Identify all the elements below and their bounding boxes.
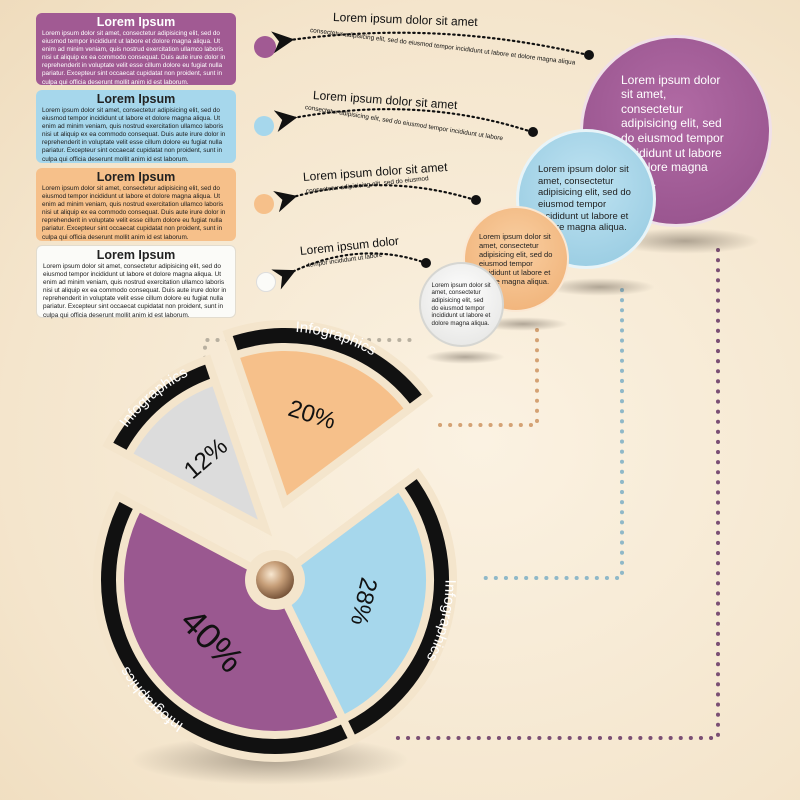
dotted-line-purple <box>390 248 720 740</box>
marker-dot-blue <box>254 116 274 136</box>
info-card-body: Lorem ipsum dolor sit amet, consectetur … <box>42 185 226 241</box>
info-card-body: Lorem ipsum dolor sit amet, consectetur … <box>43 263 227 319</box>
bubble-text: Lorem ipsum dolor sit amet, consectetur … <box>538 164 631 234</box>
bubble-shadow <box>545 278 655 296</box>
bubble-white: Lorem ipsum dolor sit amet, consectetur … <box>419 262 504 347</box>
arrow-end-dot <box>584 50 594 60</box>
pie-hub <box>256 561 294 599</box>
dotted-line-orange <box>438 328 539 427</box>
pie-slice <box>116 501 349 739</box>
info-card-title: Lorem Ipsum <box>96 15 176 29</box>
marker-dot-orange <box>254 194 274 214</box>
bubble-text: Lorem ipsum dolor sit amet, consectetur … <box>479 231 553 287</box>
info-card-title: Lorem Ipsum <box>96 92 176 106</box>
info-card-orange: Lorem Ipsum Lorem ipsum dolor sit amet, … <box>36 168 236 241</box>
arrow-end-dot <box>528 127 538 137</box>
info-card-body: Lorem ipsum dolor sit amet, consectetur … <box>42 30 226 86</box>
bubble-text: Lorem ipsum dolor sit amet, consectetur … <box>431 281 491 327</box>
marker-dot-purple <box>254 36 276 58</box>
info-card-title: Lorem Ipsum <box>96 248 176 262</box>
info-card-purple: Lorem Ipsum Lorem ipsum dolor sit amet, … <box>36 13 236 86</box>
arrow-3 <box>273 184 477 213</box>
arrow-4 <box>271 252 428 290</box>
info-card-blue: Lorem Ipsum Lorem ipsum dolor sit amet, … <box>36 90 236 163</box>
pie-slice <box>122 376 273 537</box>
pie-slice <box>269 481 434 725</box>
info-card-title: Lorem Ipsum <box>96 170 176 184</box>
arrow-1 <box>271 31 590 57</box>
dotted-line-blue <box>478 288 624 580</box>
arrow-2 <box>273 108 534 134</box>
arrow-end-dot <box>471 195 481 205</box>
info-card-body: Lorem ipsum dolor sit amet, consectetur … <box>42 107 226 163</box>
info-card-white: Lorem Ipsum Lorem ipsum dolor sit amet, … <box>36 245 236 319</box>
arrow-end-dot <box>421 258 431 268</box>
bubble-shadow <box>425 350 505 364</box>
pie-slice <box>229 343 415 509</box>
bubble-blue: Lorem ipsum dolor sit amet, consectetur … <box>516 129 656 269</box>
